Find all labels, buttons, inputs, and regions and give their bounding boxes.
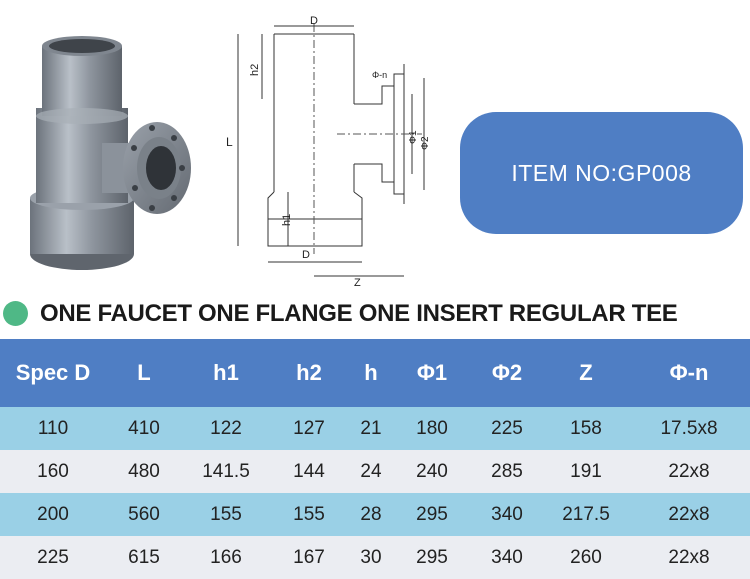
cell: 200 [0,493,106,536]
product-title: ONE FAUCET ONE FLANGE ONE INSERT REGULAR… [40,300,678,327]
header-phi1: Φ1 [394,339,470,407]
header-h: h [348,339,394,407]
product-header: D h2 L h1 D Z Φ1 Φ2 Φ-n ITEM NO:GP008 [30,15,743,288]
table-row: 160 480 141.5 144 24 240 285 191 22x8 [0,450,750,493]
cell: 144 [270,450,348,493]
dim-label-l: L [226,135,233,149]
cell: 225 [0,536,106,579]
cell: 155 [270,493,348,536]
cell: 340 [470,493,544,536]
dimension-drawing: D h2 L h1 D Z Φ1 Φ2 Φ-n [226,15,431,288]
cell: 167 [270,536,348,579]
header-spec-d: Spec D [0,339,106,407]
cell: 158 [544,407,628,450]
cell: 285 [470,450,544,493]
cell: 17.5x8 [628,407,750,450]
cell: 141.5 [182,450,270,493]
cell: 240 [394,450,470,493]
cell: 122 [182,407,270,450]
header-z: Z [544,339,628,407]
table-header-row: Spec D L h1 h2 h Φ1 Φ2 Z Φ-n [0,339,750,407]
header-h2: h2 [270,339,348,407]
cell: 110 [0,407,106,450]
header-phi-n: Φ-n [628,339,750,407]
dim-label-phi2: Φ2 [420,136,431,150]
cell: 217.5 [544,493,628,536]
cell: 22x8 [628,450,750,493]
item-number-badge: ITEM NO:GP008 [460,112,743,234]
cell: 180 [394,407,470,450]
cell: 480 [106,450,182,493]
pipe-tee-photo [30,36,191,270]
cell: 21 [348,407,394,450]
cell: 22x8 [628,493,750,536]
cell: 28 [348,493,394,536]
table-row: 200 560 155 155 28 295 340 217.5 22x8 [0,493,750,536]
dim-label-h2: h2 [249,64,261,76]
cell: 340 [470,536,544,579]
header-h1: h1 [182,339,270,407]
title-bullet-icon [3,301,28,326]
dim-label-phi1: Φ1 [408,130,419,144]
cell: 191 [544,450,628,493]
cell: 295 [394,536,470,579]
cell: 260 [544,536,628,579]
cell: 166 [182,536,270,579]
dim-label-d-bottom: D [302,249,310,261]
cell: 295 [394,493,470,536]
dim-label-z: Z [354,277,361,288]
cell: 225 [470,407,544,450]
dim-label-d-top: D [310,15,318,27]
product-title-row: ONE FAUCET ONE FLANGE ONE INSERT REGULAR… [0,296,750,336]
cell: 155 [182,493,270,536]
dim-label-h1: h1 [281,214,293,226]
cell: 560 [106,493,182,536]
header-l: L [106,339,182,407]
spec-table: Spec D L h1 h2 h Φ1 Φ2 Z Φ-n 110 410 122… [0,339,750,579]
cell: 410 [106,407,182,450]
table-row: 225 615 166 167 30 295 340 260 22x8 [0,536,750,579]
dim-label-phin: Φ-n [372,70,387,80]
cell: 615 [106,536,182,579]
cell: 160 [0,450,106,493]
item-number-text: ITEM NO:GP008 [511,159,692,186]
cell: 22x8 [628,536,750,579]
header-phi2: Φ2 [470,339,544,407]
table-row: 110 410 122 127 21 180 225 158 17.5x8 [0,407,750,450]
cell: 30 [348,536,394,579]
cell: 127 [270,407,348,450]
cell: 24 [348,450,394,493]
